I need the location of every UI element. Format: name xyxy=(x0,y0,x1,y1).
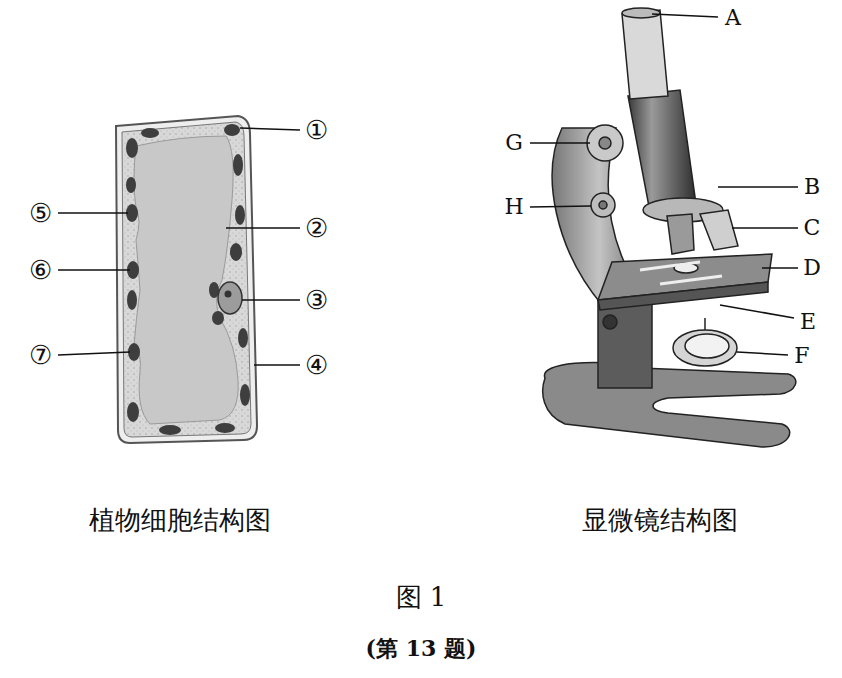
plant-cell xyxy=(116,116,257,443)
part-letter: D xyxy=(803,256,821,280)
question-number: (第 13 题) xyxy=(366,636,477,660)
figure-title: 显微镜结构图 xyxy=(582,506,738,535)
callout-number: ⑤ xyxy=(29,199,52,228)
part-letter: C xyxy=(804,216,821,240)
part-letter: H xyxy=(504,195,523,219)
part-letter: A xyxy=(725,6,741,30)
part-letter: F xyxy=(794,344,809,368)
callout-number: ④ xyxy=(305,351,328,380)
callout-number: ⑥ xyxy=(29,256,52,285)
callout-number: ① xyxy=(305,116,328,145)
leader-lines xyxy=(58,14,798,365)
part-letter: B xyxy=(804,175,820,199)
callout-number: ③ xyxy=(305,286,328,315)
callout-number: ⑦ xyxy=(29,341,52,370)
part-letter: G xyxy=(505,131,523,155)
callout-number: ② xyxy=(305,214,328,243)
figure-caption: 图 1 xyxy=(396,583,447,612)
part-letter: E xyxy=(800,310,816,334)
figure-title: 植物细胞结构图 xyxy=(89,506,271,535)
